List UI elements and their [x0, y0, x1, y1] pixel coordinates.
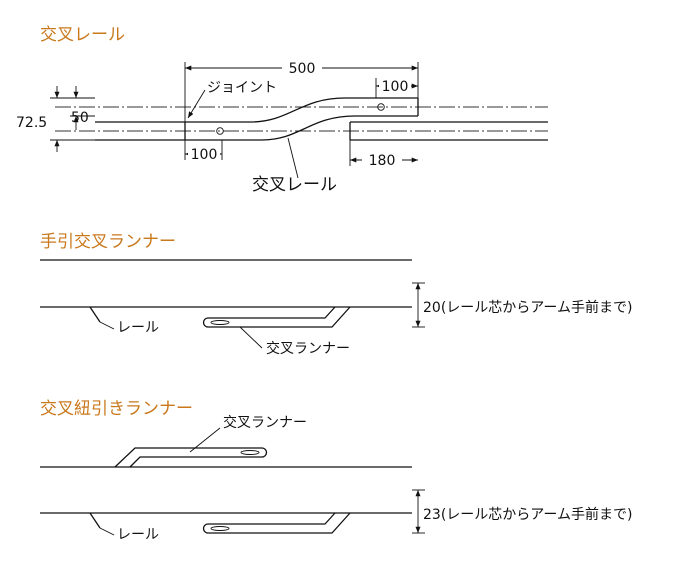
dim-72-5: 72.5: [16, 115, 47, 131]
dim-180: 180: [369, 153, 396, 169]
label-cross-rail: 交叉レール: [252, 175, 337, 195]
label-rail-2: レール: [117, 320, 159, 336]
label-runner-2: 交叉ランナー: [266, 340, 350, 357]
runner-arm-tip: [202, 317, 209, 328]
section-title-hand-runner: 手引交叉ランナー: [40, 232, 176, 252]
label-runner-3: 交叉ランナー: [223, 414, 307, 431]
screw-hole-right: [377, 103, 385, 111]
screw-hole-left: [216, 127, 224, 135]
upper-runner-top: [114, 447, 262, 468]
rail-hatch-3: [89, 512, 101, 529]
rail-hatch: [89, 306, 101, 323]
section-title-cord-runner: 交叉紐引きランナー: [40, 399, 193, 419]
cross-rail-drawing: 500 100 ジョイント 72.5 50 100 180 交叉レール: [16, 60, 548, 195]
lower-runner-slot: [210, 526, 230, 531]
lower-runner-bottom: [208, 512, 351, 534]
dim-100-left: 100: [191, 147, 218, 163]
cord-runner-drawing: 交叉ランナー レール 23(レール芯からアーム手前まで): [40, 414, 632, 543]
hand-runner-drawing: レール 交叉ランナー 20(レール芯からアーム手前まで): [40, 259, 632, 357]
upper-runner-bottom: [129, 456, 262, 468]
label-rail-3: レール: [117, 527, 159, 543]
runner-arm-top: [208, 306, 336, 319]
dim-500: 500: [289, 61, 316, 77]
dim-50: 50: [71, 110, 89, 126]
runner-slot: [210, 320, 230, 325]
dim-100-right: 100: [382, 79, 409, 95]
upper-runner-tip: [261, 447, 268, 458]
upper-runner-slot: [240, 450, 260, 455]
leader-joint: [187, 89, 206, 119]
leader-cross-rail: [287, 137, 299, 179]
leader-runner-2: [239, 326, 263, 349]
cross-rail-top-edge: [185, 97, 418, 123]
dimension-note-23: 23(レール芯からアーム手前まで): [423, 506, 632, 523]
lower-runner-tip: [202, 523, 209, 534]
runner-arm-bottom: [208, 306, 351, 328]
leader-rail-2: [99, 321, 115, 330]
label-joint: ジョイント: [207, 80, 277, 96]
dimension-note-20: 20(レール芯からアーム手前まで): [423, 299, 632, 316]
lower-runner-top: [208, 512, 336, 525]
cross-rail-bottom-edge: [185, 115, 418, 141]
leader-rail-3: [99, 527, 115, 536]
section-title-cross-rail: 交叉レール: [40, 25, 125, 45]
